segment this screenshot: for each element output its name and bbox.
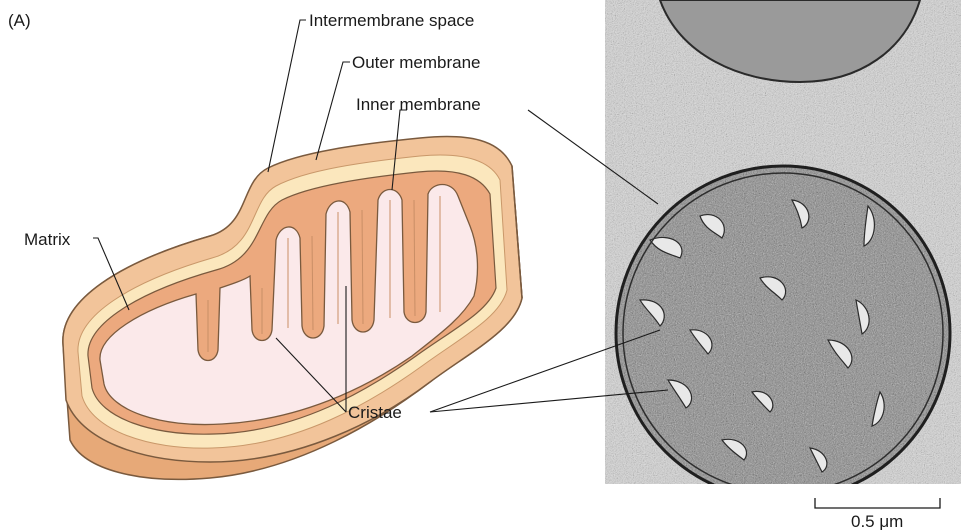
scale-bar: 0.5 μm xyxy=(815,498,940,531)
label-outer-membrane: Outer membrane xyxy=(352,53,481,72)
panel-label: (A) xyxy=(8,11,31,30)
leader-intermembrane-space xyxy=(268,20,306,172)
label-matrix: Matrix xyxy=(24,230,71,249)
scale-bar-label: 0.5 μm xyxy=(851,512,903,531)
label-intermembrane-space: Intermembrane space xyxy=(309,11,474,30)
label-cristae: Cristae xyxy=(348,403,402,422)
leader-outer-membrane xyxy=(316,62,350,160)
electron-micrograph xyxy=(605,0,961,500)
label-inner-membrane: Inner membrane xyxy=(356,95,481,114)
mitochondrion-illustration xyxy=(63,136,522,479)
